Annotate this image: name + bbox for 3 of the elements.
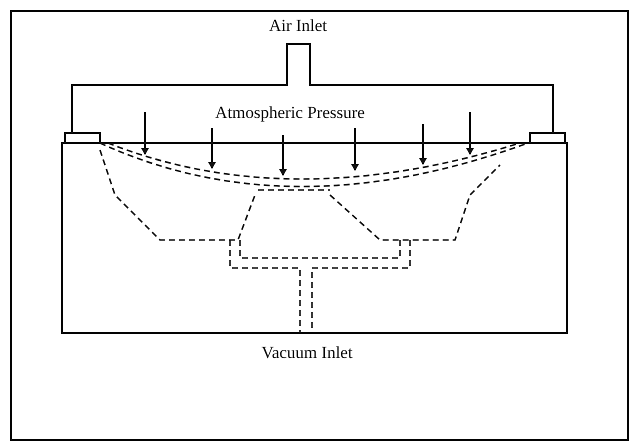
pressure-label: Atmospheric Pressure [215, 104, 365, 121]
inlet-label: Air Inlet [268, 17, 328, 34]
inlet-label: Vacuum Inlet [261, 344, 353, 361]
